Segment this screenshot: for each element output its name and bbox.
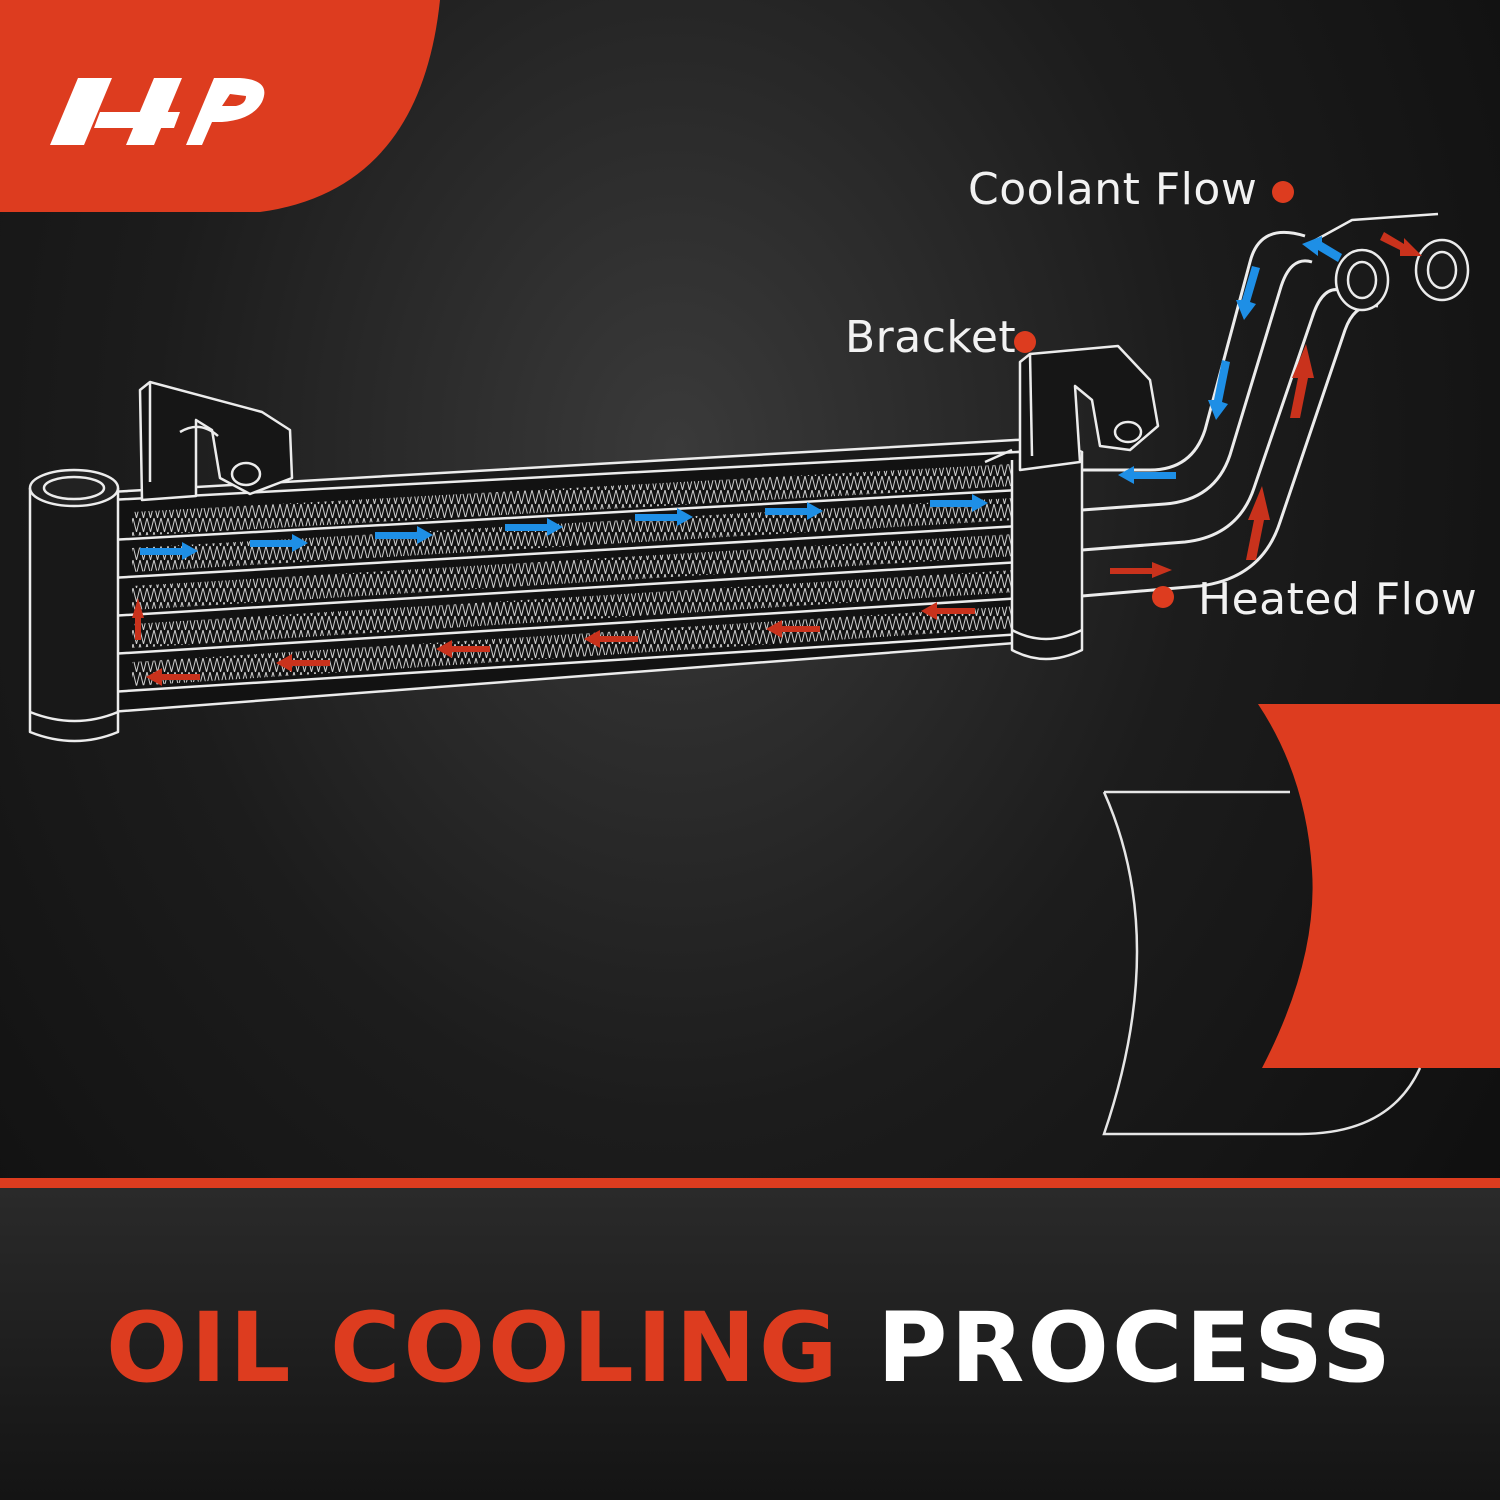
heated-arrow-1 [132, 598, 144, 640]
decorative-outline-shape [1102, 790, 1422, 1136]
coolant-arrow-3 [375, 526, 433, 544]
decorative-red-shape [1258, 704, 1500, 1068]
heated-arrow-6 [766, 620, 820, 638]
heated-flow-dot [1152, 586, 1174, 608]
heated-arrow-9 [1246, 486, 1270, 560]
coolant-arrow-7 [930, 494, 988, 512]
coolant-arrow-6 [765, 502, 823, 520]
bracket-label: Bracket [845, 312, 1017, 363]
coolant-arrow-11 [1302, 236, 1342, 262]
heated-arrow-5 [584, 630, 638, 648]
a-premium-logo-icon [50, 78, 265, 145]
oil-cooler-body [28, 212, 1470, 743]
heated-arrow-11 [1380, 232, 1422, 256]
coolant-arrow-4 [505, 518, 563, 536]
page-title: OIL COOLING PROCESS [0, 1300, 1500, 1396]
heated-arrow-2 [146, 668, 200, 686]
heated-arrow-7 [921, 602, 975, 620]
title-rest: PROCESS [877, 1292, 1394, 1404]
coolant-flow-label: Coolant Flow [968, 164, 1258, 215]
heated-flow-label: Heated Flow [1198, 574, 1478, 625]
heated-flow-arrows [132, 232, 1422, 686]
heated-arrow-4 [436, 640, 490, 658]
coolant-arrow-8 [1118, 466, 1176, 484]
heated-arrow-10 [1290, 344, 1314, 418]
coolant-arrow-5 [635, 508, 693, 526]
coolant-arrow-10 [1236, 266, 1260, 320]
coolant-flow-arrows [140, 236, 1342, 560]
coolant-arrow-9 [1208, 360, 1230, 420]
bracket-dot [1014, 331, 1036, 353]
coolant-flow-dot [1272, 181, 1294, 203]
heated-arrow-8 [1110, 562, 1172, 578]
coolant-arrow-1 [140, 542, 198, 560]
title-bar [0, 1178, 1500, 1500]
title-accent: OIL COOLING [106, 1292, 841, 1404]
coolant-arrow-2 [250, 534, 308, 552]
heated-arrow-3 [276, 654, 330, 672]
